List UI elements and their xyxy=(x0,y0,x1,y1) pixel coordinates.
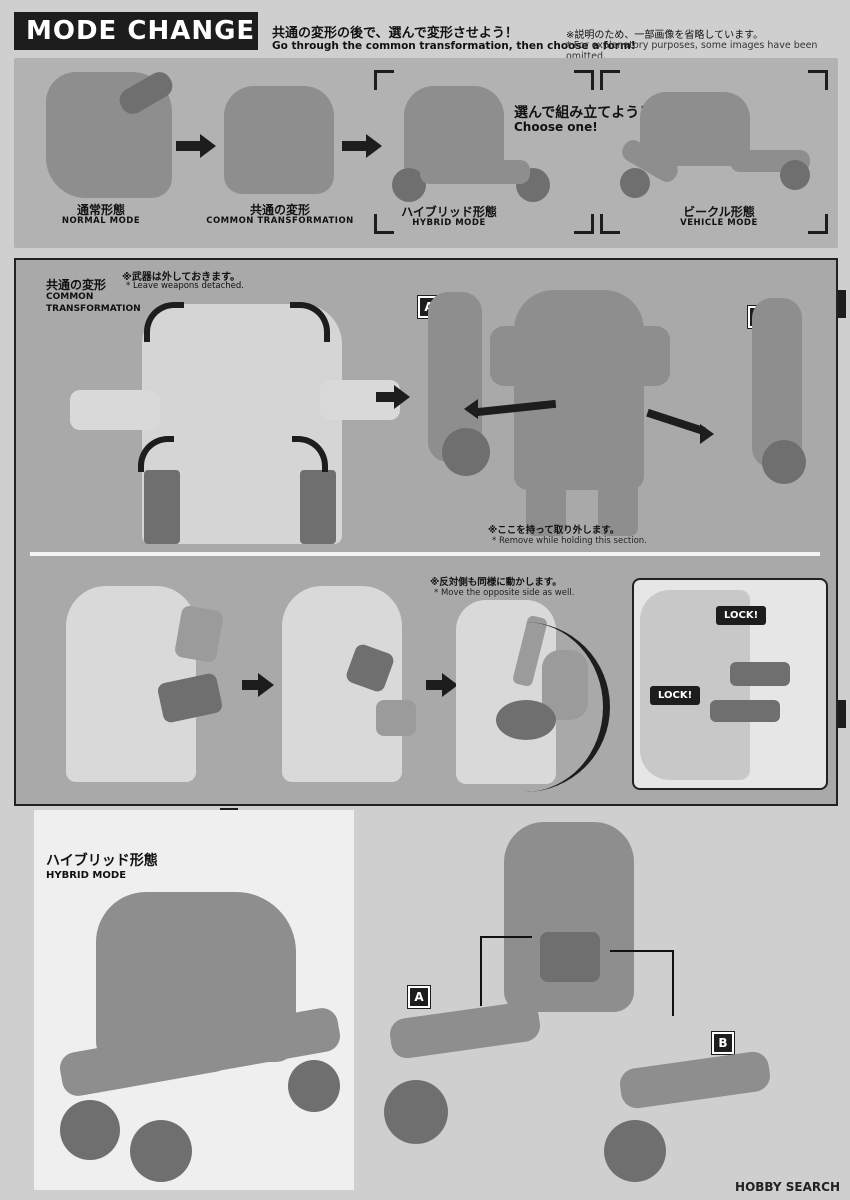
arrow-right-icon xyxy=(376,392,396,402)
arrow-right-icon xyxy=(242,680,260,690)
robot-leg xyxy=(598,470,638,536)
part-b-wheel xyxy=(762,440,806,484)
robot-leg xyxy=(526,470,566,536)
vehicle-mode-label: ビークル形態 VEHICLE MODE xyxy=(680,205,758,229)
arrow-right-head-icon xyxy=(200,134,216,158)
hybrid-heading-en: HYBRID MODE xyxy=(46,870,127,881)
section-divider xyxy=(30,552,820,556)
robot-shoulder xyxy=(624,326,670,386)
common-heading-en: COMMON TRANSFORMATION xyxy=(46,292,141,314)
removal-arrow-head-icon xyxy=(700,424,714,444)
common-heading-jp: 共通の変形 xyxy=(46,278,107,292)
vehicle-mode-wheel xyxy=(620,168,650,198)
bracket-corner xyxy=(808,70,828,90)
arrow-right-head-icon xyxy=(366,134,382,158)
remove-note-jp: ※ここを持って取り外します。 xyxy=(488,525,620,536)
note-jp: ※説明のため、一部画像を省略しています。 xyxy=(566,30,764,41)
robot-body xyxy=(514,290,644,490)
common-transformation-label: 共通の変形 COMMON TRANSFORMATION xyxy=(206,203,354,227)
watermark: HOBBY SEARCH xyxy=(735,1180,840,1194)
page-edge-mark xyxy=(838,700,846,728)
bracket-corner xyxy=(600,70,620,90)
arrow-right-icon xyxy=(342,141,368,151)
back-view-arm xyxy=(70,390,160,430)
part-b-arm xyxy=(752,298,802,468)
hybrid-heading-jp: ハイブリッド形態 xyxy=(46,853,158,869)
bracket-corner xyxy=(808,214,828,234)
arrow-right-head-icon xyxy=(258,673,274,697)
hybrid-result-wheel xyxy=(288,1060,340,1112)
subtitle-jp: 共通の変形の後で、選んで変形させよう！ xyxy=(272,26,518,41)
hybrid-result-wheel xyxy=(60,1100,120,1160)
opposite-note-en: * Move the opposite side as well. xyxy=(434,588,575,598)
hybrid-part-b-wheel xyxy=(604,1120,666,1182)
inset-part xyxy=(730,662,790,686)
arrow-right-icon xyxy=(176,141,202,151)
back-view-leg xyxy=(300,470,336,544)
arrow-right-head-icon xyxy=(442,673,458,697)
hybrid-part-a xyxy=(387,999,543,1061)
attach-arrow-icon xyxy=(610,950,674,1016)
weapons-note-en: * Leave weapons detached. xyxy=(126,281,244,291)
hybrid-mode-leg xyxy=(420,160,530,184)
choose-label-jp: 選んで組み立てよう！ xyxy=(514,105,654,121)
hybrid-result-wheel xyxy=(130,1120,192,1182)
bracket-corner xyxy=(574,214,594,234)
choose-label-en: Choose one! xyxy=(514,120,598,134)
bracket-corner xyxy=(574,70,594,90)
rotate-arrow-icon xyxy=(138,436,174,472)
rotate-arrow-icon xyxy=(292,436,328,472)
arrow-right-head-icon xyxy=(394,385,410,409)
common-transformation-figure xyxy=(224,86,334,194)
inset-part xyxy=(710,700,780,722)
swing-arrow-icon xyxy=(500,622,610,792)
lock-label: LOCK! xyxy=(650,686,701,705)
hybrid-assembly-joint xyxy=(540,932,600,982)
robot-shoulder xyxy=(490,326,536,386)
bracket-corner xyxy=(374,70,394,90)
weapons-note-jp: ※武器は外しておきます。 xyxy=(122,272,241,283)
part-a-tag: A xyxy=(407,985,431,1009)
part-b-tag: B xyxy=(711,1031,735,1055)
vehicle-mode-wheel xyxy=(780,160,810,190)
page-title: MODE CHANGE xyxy=(14,12,258,50)
back-view-leg xyxy=(144,470,180,544)
arrow-right-icon xyxy=(426,680,444,690)
hybrid-mode-label: ハイブリッド形態 HYBRID MODE xyxy=(401,205,497,229)
note-en: * For explanatory purposes, some images … xyxy=(566,40,818,62)
remove-note-en: * Remove while holding this section. xyxy=(492,536,647,546)
removal-arrow-head-icon xyxy=(464,399,478,419)
bracket-corner xyxy=(600,214,620,234)
part-a-wheel xyxy=(442,428,490,476)
normal-mode-label: 通常形態 NORMAL MODE xyxy=(61,203,141,227)
attach-arrow-icon xyxy=(480,936,532,1006)
rotate-arrow-icon xyxy=(290,302,330,342)
step1-part xyxy=(173,604,225,664)
rotate-arrow-icon xyxy=(144,302,184,342)
subtitle-en: Go through the common transformation, th… xyxy=(272,40,636,52)
hybrid-part-b xyxy=(617,1049,773,1111)
page-edge-mark xyxy=(838,290,846,318)
opposite-note-jp: ※反対側も同様に動かします。 xyxy=(430,577,562,588)
hybrid-part-a-wheel xyxy=(384,1080,448,1144)
step2-part xyxy=(376,700,416,736)
lock-label: LOCK! xyxy=(716,606,767,625)
bracket-corner xyxy=(374,214,394,234)
